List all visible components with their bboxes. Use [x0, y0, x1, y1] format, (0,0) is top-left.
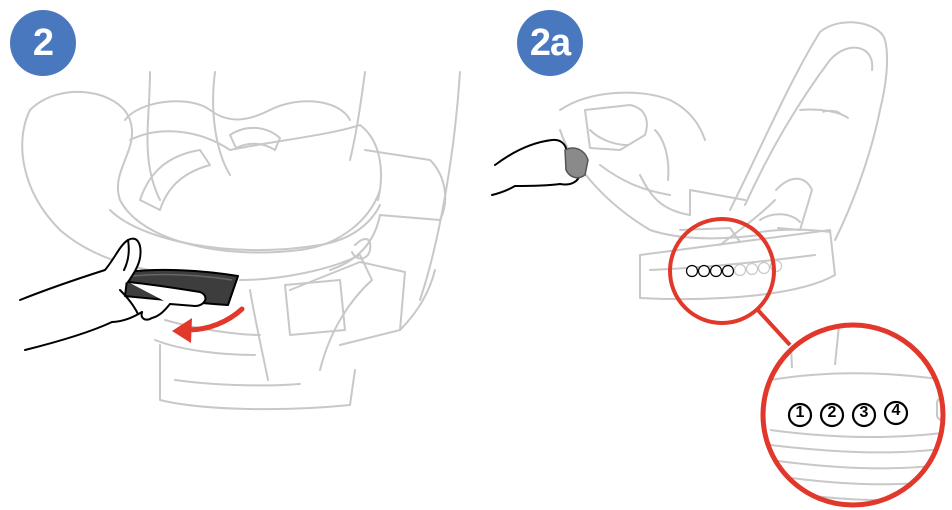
pull-arrow-icon [172, 309, 242, 343]
recline-handle-side [565, 148, 588, 178]
car-seat-side-illustration [560, 22, 887, 299]
car-seat-front-illustration [22, 72, 460, 409]
recline-indicator-small [687, 261, 782, 277]
callout-connector [756, 308, 790, 345]
